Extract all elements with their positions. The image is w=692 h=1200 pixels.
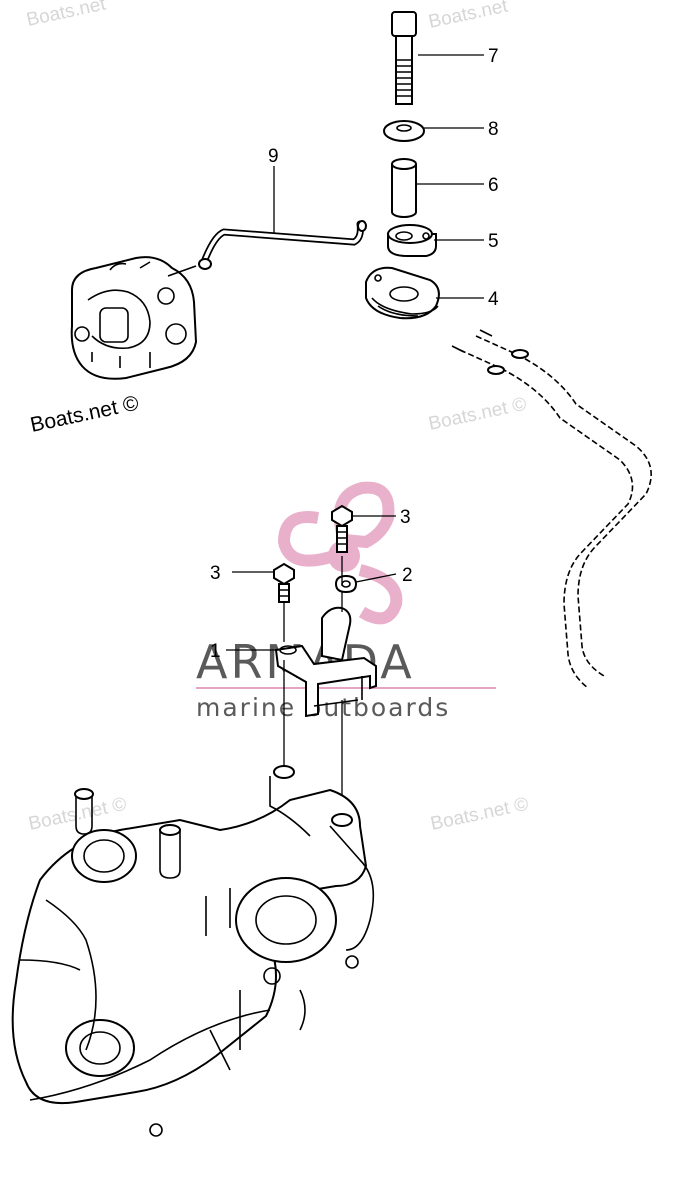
- watermark-top-left: Boats.net: [25, 0, 109, 31]
- throttle-cables: [451, 329, 652, 689]
- throttle-cam-part-4: [365, 266, 440, 320]
- bushing-part-5: [387, 224, 437, 257]
- bolt-part-7: [391, 11, 417, 105]
- callout-9: 9: [268, 146, 279, 167]
- callout-1: 1: [210, 641, 221, 662]
- watermark-low-left: Boats.net ©: [27, 794, 129, 835]
- logo-tagline: marine outboards: [196, 693, 450, 722]
- watermark-mid-right: Boats.net ©: [427, 394, 529, 435]
- washer-part-8: [383, 120, 425, 142]
- clip-part-2: [334, 574, 358, 594]
- watermark-low-right: Boats.net ©: [429, 794, 531, 835]
- callout-7: 7: [488, 46, 499, 67]
- callout-8: 8: [488, 119, 499, 140]
- callout-3-right: 3: [400, 507, 411, 528]
- callout-6: 6: [488, 175, 499, 196]
- link-rod-part-9: [198, 220, 367, 270]
- carburetor: [70, 256, 198, 380]
- bracket-part-1: [274, 606, 377, 718]
- watermark-carburetor: Boats.net ©: [28, 391, 141, 436]
- intake-manifold: [11, 765, 375, 1137]
- watermark-top-right: Boats.net: [427, 0, 511, 33]
- callout-4: 4: [488, 289, 499, 310]
- bolt-part-3-right: [331, 504, 353, 553]
- collar-part-6: [391, 158, 417, 218]
- callout-2: 2: [402, 565, 413, 586]
- callout-5: 5: [488, 231, 499, 252]
- callout-3-left: 3: [210, 563, 221, 584]
- bolt-part-3-left: [273, 562, 295, 603]
